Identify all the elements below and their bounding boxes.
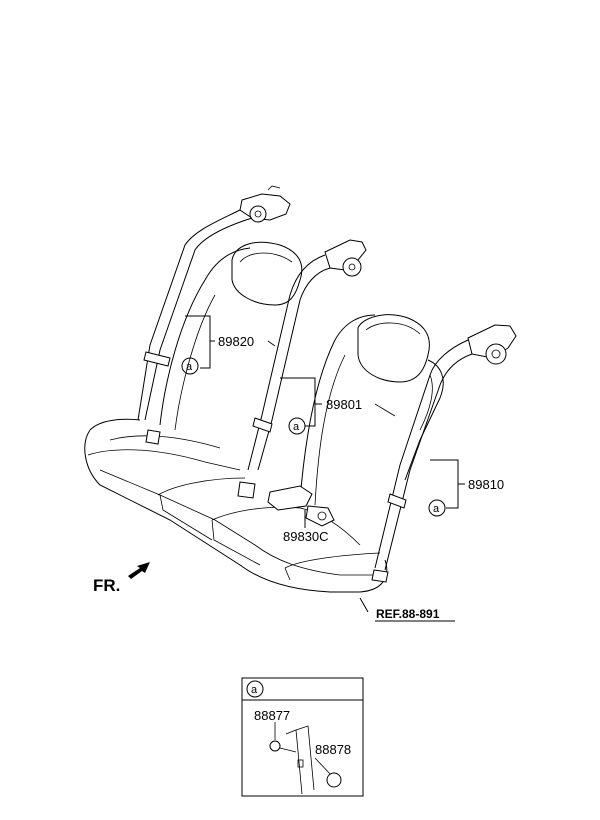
detail-box-letter: a [251,684,258,696]
label-89801: 89801 [326,397,362,412]
callout-a-center: a [288,417,306,435]
front-arrow-icon [128,562,150,579]
leader-lines [185,315,465,622]
label-89820: 89820 [218,334,254,349]
rear-seat-back [159,241,444,506]
label-89810: 89810 [468,477,504,492]
callout-a-center-letter: a [293,421,300,433]
front-direction-indicator: FR. [93,562,150,595]
detail-label-88878: 88878 [315,742,351,757]
callout-a-right: a [428,499,446,517]
ref-label: REF.88-891 [376,607,440,621]
callout-a-left: a [181,357,199,375]
grommet-88877-icon [269,740,281,752]
left-seat-belt [137,185,291,445]
center-buckle-assembly [267,485,335,527]
detail-label-88877: 88877 [254,708,290,723]
callout-a-right-letter: a [433,503,440,515]
rear-seat-cushion [84,418,388,593]
callout-a-left-letter: a [186,361,193,373]
label-89830c: 89830C [283,529,329,544]
front-direction-label: FR. [93,576,120,595]
cap-88878-icon [326,772,342,788]
center-seat-belt [237,239,367,499]
detail-box-callout-circle [246,680,264,698]
detail-box-a: a 88877 88878 [241,677,364,797]
right-seat-belt [371,324,517,583]
